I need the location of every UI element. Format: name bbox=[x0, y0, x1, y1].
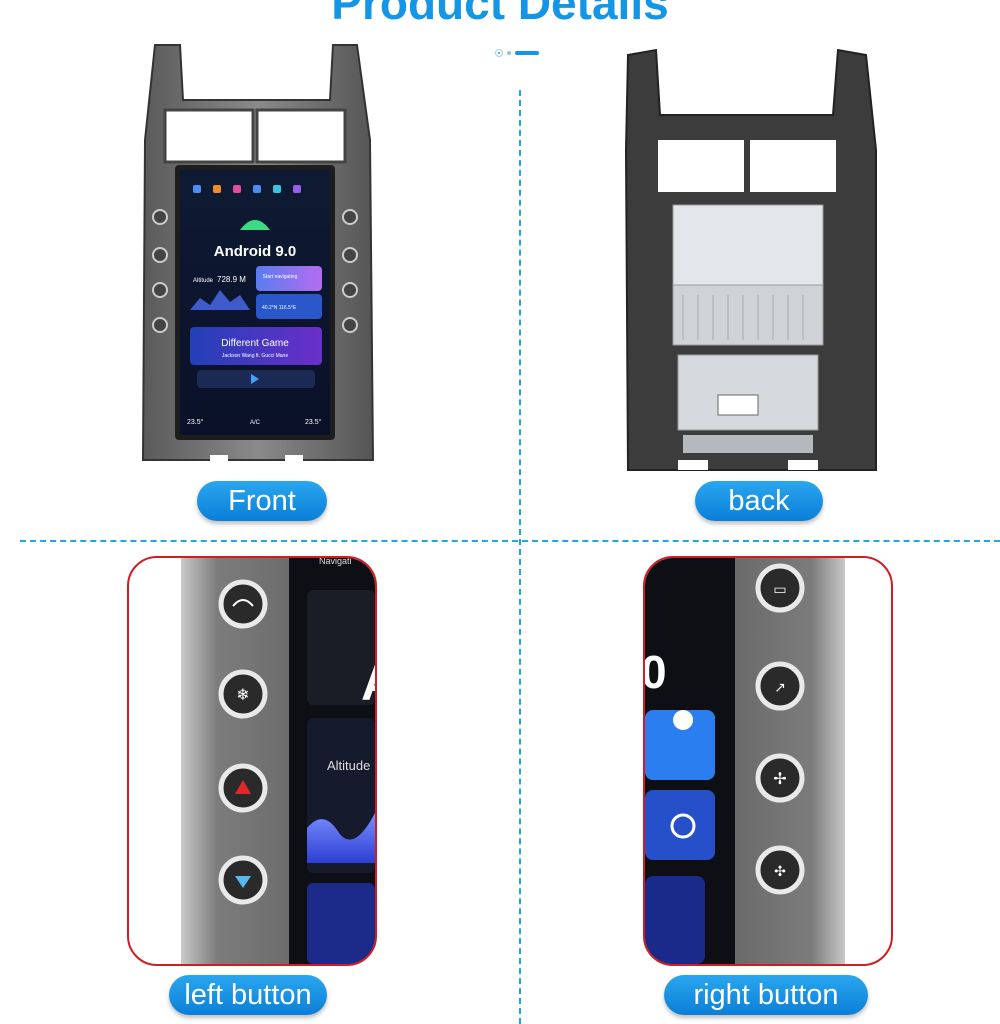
altitude-label: Altitude bbox=[193, 278, 214, 284]
page-title: Product Details bbox=[331, 0, 669, 29]
front-photo: Android 9.0 Altitude 728.9 M Start navig… bbox=[141, 44, 375, 463]
ac-label: A/C bbox=[250, 420, 261, 426]
front-label: Front bbox=[197, 481, 327, 521]
left-button-label: left button bbox=[169, 975, 327, 1015]
coords-text: 40.2°N 116.5°E bbox=[262, 305, 297, 311]
song-artist: Jackson Wang ft. Gucci Mane bbox=[222, 353, 288, 359]
zoom-altitude-text: Altitude bbox=[327, 758, 370, 773]
android-version-text: Android 9.0 bbox=[214, 243, 297, 260]
fan-minus-icon: ✣ bbox=[774, 864, 786, 880]
arrow-down-icon bbox=[235, 876, 251, 888]
start-navigating-text: Start navigating bbox=[263, 274, 298, 280]
snowflake-icon: ❄ bbox=[236, 685, 249, 704]
horizontal-divider bbox=[20, 540, 1000, 542]
location-icon bbox=[673, 710, 694, 730]
vertical-divider bbox=[519, 90, 521, 1024]
title-decoration bbox=[495, 49, 545, 57]
temp-right: 23.5° bbox=[305, 418, 322, 426]
svg-text:A: A bbox=[361, 655, 375, 711]
right-button-label: right button bbox=[664, 975, 868, 1015]
temp-left: 23.5° bbox=[187, 418, 204, 426]
right-button-closeup: 0 ▭ ↗ ✢ ✣ bbox=[645, 558, 845, 964]
fan-plus-icon: ✢ bbox=[773, 769, 786, 788]
left-button-closeup: A Navigati Altitude ❄ bbox=[181, 558, 375, 964]
song-title: Different Game bbox=[221, 338, 289, 349]
svg-text:0: 0 bbox=[645, 646, 667, 698]
back-photo bbox=[624, 48, 877, 471]
zoom-navigation-text: Navigati bbox=[319, 558, 352, 566]
car-air-icon bbox=[232, 599, 254, 607]
altitude-value: 728.9 M bbox=[217, 275, 246, 284]
clock-icon bbox=[670, 813, 696, 839]
back-label: back bbox=[695, 481, 823, 521]
hazard-icon bbox=[235, 780, 251, 794]
right-button-panel: 0 ▭ ↗ ✢ ✣ bbox=[643, 556, 893, 966]
left-button-panel: A Navigati Altitude ❄ bbox=[127, 556, 377, 966]
rear-defrost-icon: ▭ bbox=[773, 582, 786, 598]
seat-airflow-icon: ↗ bbox=[774, 680, 786, 696]
